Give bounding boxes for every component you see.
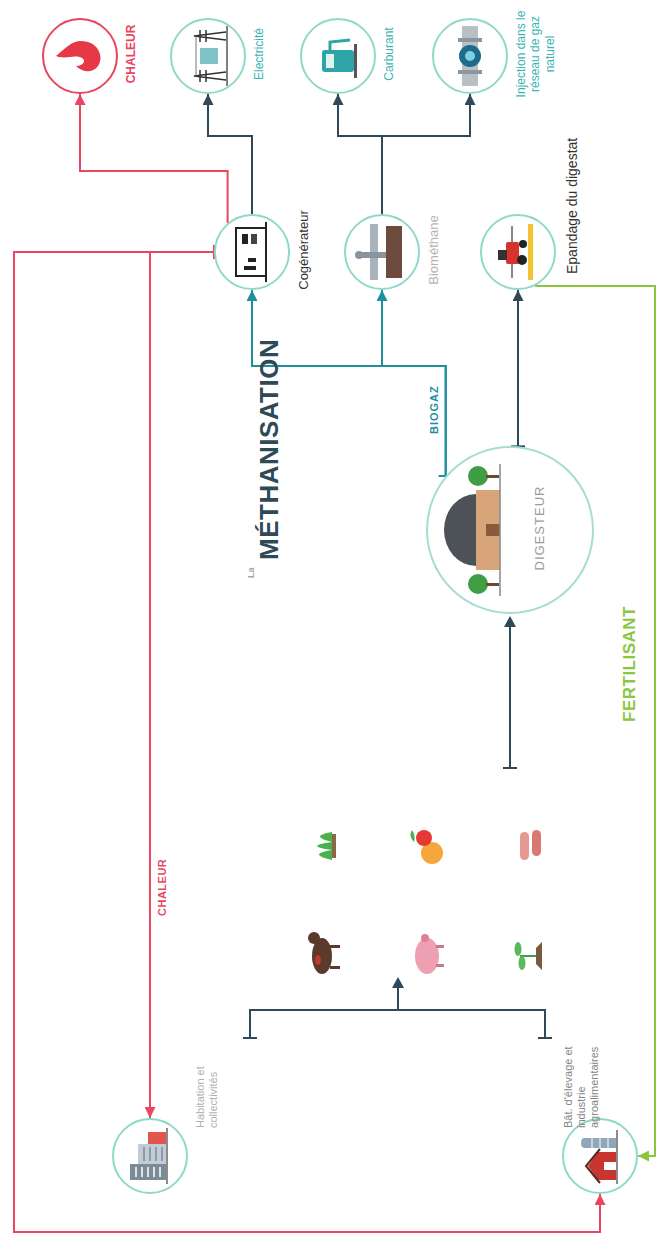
process-circle: Cogénérateur [214,214,290,290]
flow-connector [80,94,228,223]
process-circle: Epandage du digestat [480,214,556,290]
output-circle: CHALEUR [42,18,118,94]
feed-connector-part [243,988,552,1038]
feedstock-icons-part [315,955,321,965]
feedstock-icons-part [520,832,529,860]
feed-connector-part [392,977,404,988]
feedstock-icons-part [520,955,536,957]
node-label: CHALEUR [124,0,138,109]
node-label: Bât. d'élevage et industrie agroalimenta… [562,1030,602,1128]
feed-connector-part [503,626,517,768]
feedstock-icons-part [519,956,526,970]
feedstock-icons-part [536,942,542,970]
feedstock-icons-part [532,830,541,856]
feedstock-icons-part [312,938,332,974]
source-circle: Bât. d'élevage et industrie agroalimenta… [562,1118,638,1194]
feedstock-icons-part [330,945,340,948]
feedstock-icons-part [308,932,320,944]
feedstock-icons-part [415,938,439,974]
flow-connector [150,252,214,1118]
feedstock-icons-part [330,966,340,969]
output-circle: Injection dans le réseau de gaz naturel [432,18,508,94]
node-label: Biométhane [426,185,442,315]
connector-label: CHALEUR [156,859,168,916]
feedstock-icons [308,830,542,974]
feedstock-icons-part [332,834,336,858]
feedstock-icons-part [416,830,432,846]
node-label: Habitation et collectivités [194,1044,220,1128]
flow-connector [208,94,252,214]
diagram-title: MÉTHANISATION [254,339,285,560]
connector-label: FERTILISANT [620,606,640,722]
process-circle: Biométhane [344,214,420,290]
node-label: Injection dans le réseau de gaz naturel [514,4,557,104]
flow-connector [382,290,446,476]
connector-label: BIOGAZ [428,385,440,434]
feedstock-icons-part [317,832,332,860]
source-circle: Habitation et collectivités [112,1118,188,1194]
flow-connector [14,252,600,1232]
feed-connector-part [504,616,516,627]
node-label: Cogénérateur [296,185,312,315]
feedstock-icons-part [436,945,444,948]
feedstock-icons-part [421,842,443,864]
text-label: La [246,567,256,578]
node-label: Epandage du digestat [564,94,581,274]
flow-connector [338,94,382,214]
node-label: Carburant [382,0,396,109]
output-circle: Electricité [170,18,246,94]
flow-connector [517,290,519,446]
node-label: Electricité [252,0,266,109]
feedstock-icons-part [515,942,522,956]
feedstock-icons-part [410,830,414,842]
feed-connector [243,616,552,1038]
output-circle: Carburant [300,18,376,94]
flow-connector [535,286,655,1156]
feedstock-icons-part [421,934,429,942]
digester-circle: DIGESTEUR [426,446,594,614]
node-label: DIGESTEUR [532,444,548,612]
flow-connector [382,94,470,214]
feedstock-icons-part [436,964,444,967]
